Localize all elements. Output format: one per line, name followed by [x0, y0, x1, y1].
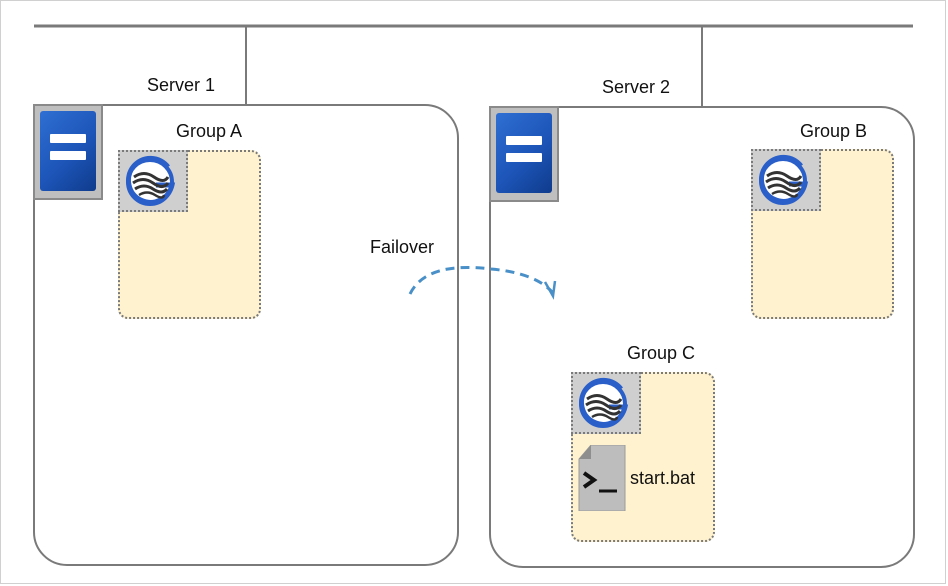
server-2-label: Server 2 — [602, 77, 671, 97]
group-a-label: Group A — [176, 121, 243, 141]
group-a-resource-icon — [118, 150, 188, 212]
group-b-box — [751, 149, 894, 319]
group-c-label: Group C — [627, 343, 696, 363]
script-file-label: start.bat — [630, 468, 696, 488]
script-file-icon — [577, 444, 627, 512]
group-b-label: Group B — [800, 121, 868, 141]
group-b-resource-icon — [751, 149, 821, 211]
group-c-resource-icon — [571, 372, 641, 434]
server-1-label: Server 1 — [147, 75, 216, 95]
server-2-icon — [489, 106, 559, 202]
server-1-icon — [33, 104, 103, 200]
failover-label: Failover — [370, 237, 435, 257]
